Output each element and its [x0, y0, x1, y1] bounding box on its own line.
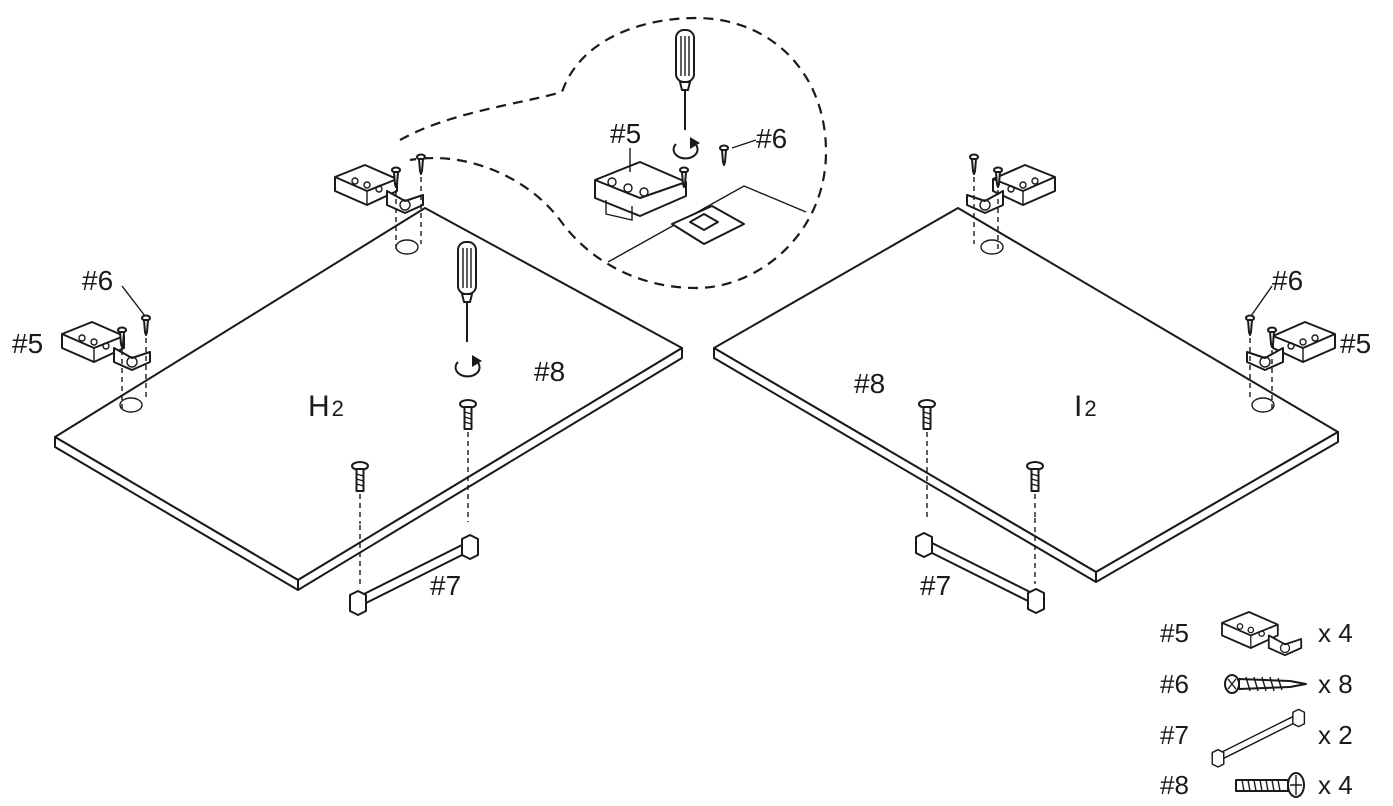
parts-list: #5 x 4 #6 x 8 #7 x 2 #8 x 4 — [1160, 611, 1353, 800]
part-id: #6 — [1160, 669, 1189, 699]
zoom-callout — [399, 16, 828, 290]
rotate-arrow-icon — [672, 136, 701, 160]
wood-screw-icon — [969, 153, 979, 175]
panel-h2 — [54, 207, 683, 591]
callout-handle-screw: #8 — [854, 368, 885, 399]
hinge-icon — [334, 164, 424, 214]
panel-i2 — [713, 207, 1339, 583]
callout-hinge: #5 — [1340, 328, 1371, 359]
callout-handle-screw: #8 — [534, 356, 565, 387]
panel-label-h2: H2 — [308, 390, 344, 423]
callout-handle: #7 — [430, 570, 461, 601]
hinge-cup — [980, 239, 1004, 255]
screwdriver-icon — [675, 29, 695, 131]
hinge-cup — [1251, 397, 1275, 413]
wood-screw-icon — [141, 314, 151, 336]
hinge-cup — [119, 397, 143, 413]
callout-hinge: #5 — [610, 118, 641, 149]
part-qty: x 8 — [1318, 669, 1353, 699]
hinge-icon — [61, 321, 151, 371]
wood-screw-icon — [719, 144, 729, 166]
callout-hinge-screw: #6 — [1272, 265, 1303, 296]
wood-screw-icon — [1245, 314, 1255, 336]
part-id: #8 — [1160, 770, 1189, 800]
part-qty: x 2 — [1318, 720, 1353, 750]
hinge-icon — [966, 164, 1056, 214]
wood-screw-icon — [1224, 674, 1307, 694]
part-id: #5 — [1160, 618, 1189, 648]
hinge-icon — [1221, 611, 1303, 657]
callout-hinge: #5 — [12, 328, 43, 359]
part-qty: x 4 — [1318, 618, 1353, 648]
callout-hinge-screw: #6 — [756, 123, 787, 154]
panel-label-i2: I2 — [1074, 390, 1097, 423]
part-qty: x 4 — [1318, 770, 1353, 800]
part-id: #7 — [1160, 720, 1189, 750]
callout-hinge-screw: #6 — [82, 265, 113, 296]
hinge-closeup — [594, 161, 745, 245]
hinge-icon — [1246, 321, 1336, 371]
machine-screw-icon — [1235, 772, 1305, 798]
handle-bar-icon — [1211, 708, 1306, 768]
callout-handle: #7 — [920, 570, 951, 601]
